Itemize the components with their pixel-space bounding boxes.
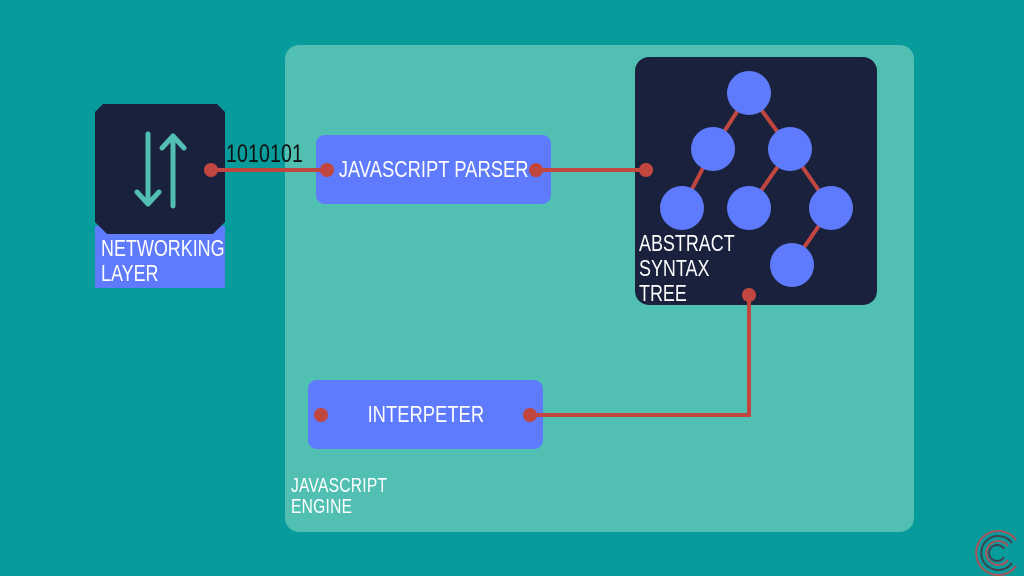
port-dot-parser-in (320, 163, 334, 177)
port-dot-interpreter-in (314, 408, 328, 422)
port-dot-ast-out (742, 288, 756, 302)
ast-node (809, 186, 853, 230)
port-dot-interpreter-out (523, 408, 537, 422)
ast-label: ABSTRACT SYNTAX TREE (639, 231, 735, 306)
ast-edges (680, 91, 833, 267)
engine-label-line2: ENGINE (291, 496, 353, 518)
ast-node (768, 127, 812, 171)
interpreter-label: INTERPETER (367, 401, 484, 427)
parser-label: JAVASCRIPT PARSER (338, 156, 529, 182)
port-dot-ast-in (639, 163, 653, 177)
ast-label-line1: ABSTRACT (639, 230, 735, 256)
brand-logo-icon (975, 530, 1017, 576)
port-dot-network (204, 163, 218, 177)
networking-label-line1: NETWORKING (101, 235, 225, 261)
networking-layer-band (95, 226, 225, 288)
interpreter-box: INTERPETER (308, 380, 543, 449)
javascript-parser-box: JAVASCRIPT PARSER (316, 135, 551, 204)
binary-data-label: 1010101 (226, 140, 304, 168)
engine-label: JAVASCRIPT ENGINE (291, 476, 387, 518)
port-dot-parser-out (529, 163, 543, 177)
engine-label-line1: JAVASCRIPT (291, 475, 388, 497)
connector-ast-interpreter (531, 295, 751, 417)
ast-label-line3: TREE (639, 280, 687, 306)
ast-node (770, 243, 814, 287)
ast-label-line2: SYNTAX (639, 255, 710, 281)
transfer-arrows-icon (134, 131, 187, 209)
ast-node (727, 186, 771, 230)
networking-layer-box (95, 104, 225, 234)
networking-layer-label: NETWORKING LAYER (101, 236, 225, 286)
ast-node (691, 127, 735, 171)
ast-node-root (727, 71, 771, 115)
ast-node (660, 186, 704, 230)
networking-label-line2: LAYER (101, 260, 159, 286)
